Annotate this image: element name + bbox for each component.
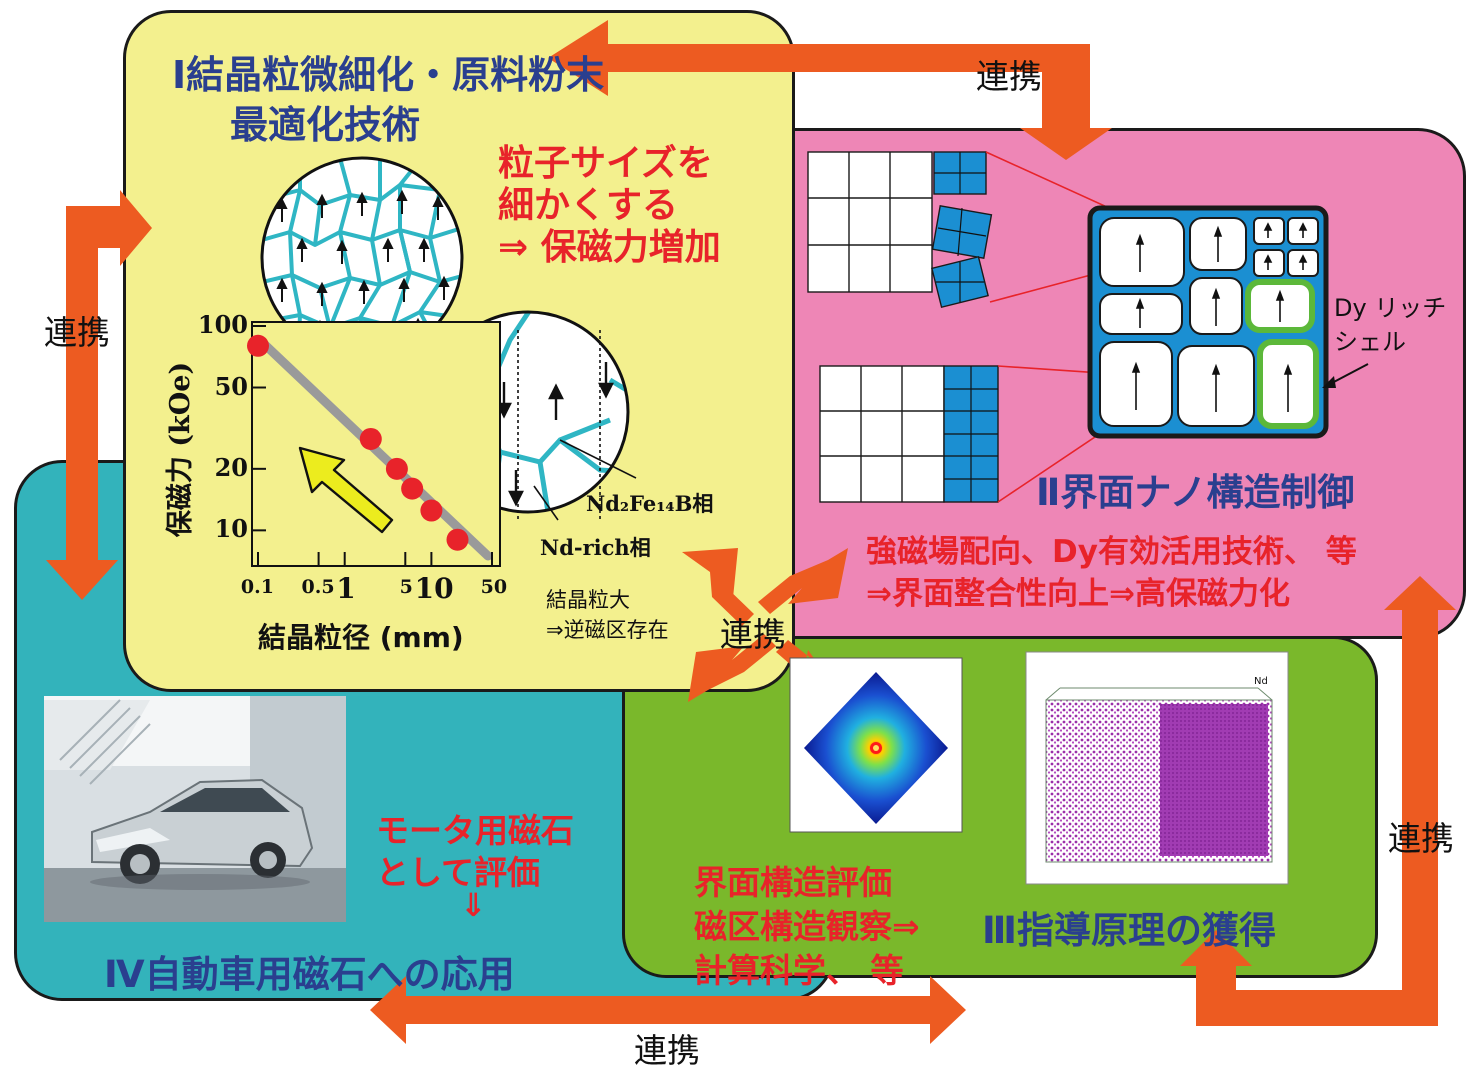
panel1-effect-line3: ⇒ 保磁力増加	[498, 227, 721, 268]
link-arrow-bottom	[370, 976, 966, 1044]
panel1-title-line2: 最適化技術	[230, 103, 421, 147]
panel4-eval-line1: モータ用磁石	[376, 811, 574, 850]
chart-xlabel: 結晶粒径 (mm)	[258, 621, 464, 654]
xtick-label: 1	[336, 572, 356, 605]
note-line2: ⇒逆磁区存在	[546, 618, 669, 642]
link-arrow-top	[548, 20, 1112, 160]
panel2-effect-line2: ⇒界面整合性向上⇒高保磁力化	[866, 576, 1290, 612]
link-arrow-right	[1180, 576, 1456, 1026]
link-label-bottom: 連携	[634, 1031, 700, 1070]
atom-probe-image	[1025, 651, 1289, 885]
data-point	[420, 499, 443, 522]
decrease-size-arrow	[298, 446, 394, 534]
panel1-title-line1: Ⅰ結晶粒微細化・原料粉末	[172, 53, 605, 97]
link-label-center: 連携	[720, 615, 786, 654]
data-point	[247, 334, 269, 357]
note-line1: 結晶粒大	[546, 588, 630, 612]
coercivity-chart	[247, 321, 501, 567]
hybrid-car-photo	[44, 696, 346, 922]
panel3-method-line3: 計算科学、 等	[694, 951, 904, 990]
data-point	[385, 457, 408, 480]
label-main-phase: Nd₂Fe₁₄B相	[586, 491, 714, 516]
ytick-label: 100	[197, 310, 248, 339]
ytick-label: 10	[214, 514, 248, 544]
core-shell-microstructure	[1087, 205, 1329, 439]
label-boundary-phase: Nd-rich相	[540, 535, 651, 560]
panel4-title: Ⅳ自動車用磁石への応用	[104, 953, 515, 996]
link-arrow-center	[682, 548, 848, 702]
data-point	[401, 477, 424, 500]
panel2-title: Ⅱ界面ナノ構造制御	[1036, 471, 1355, 514]
shell-pointer-arrow	[1322, 363, 1369, 388]
ytick-label: 20	[214, 452, 248, 482]
xtick-label: 10	[414, 572, 454, 605]
domain-structure-image	[789, 657, 963, 833]
panel1-effect-line1: 粒子サイズを	[498, 143, 713, 184]
grain-alignment-diagram	[807, 151, 993, 309]
xtick-label: 5	[399, 576, 413, 598]
data-point	[359, 427, 382, 450]
link-arrow-left	[46, 190, 152, 600]
shell-label-line2: シェル	[1334, 328, 1406, 356]
panel3-method-line2: 磁区構造観察⇒	[694, 907, 920, 946]
shell-label-line1: Dy リッチ	[1334, 294, 1447, 322]
grain-aligned-diagram	[819, 365, 999, 503]
link-label-left: 連携	[44, 313, 110, 352]
ytick-label: 50	[214, 371, 248, 401]
link-label-right: 連携	[1388, 819, 1454, 858]
panel4-eval-arrow: ⇓	[460, 886, 487, 924]
atomprobe-label: Nd	[1254, 676, 1268, 687]
xtick-label: 50	[480, 576, 508, 598]
panel3-method-line1: 界面構造評価	[694, 863, 892, 902]
panel2-effect-line1: 強磁場配向、Dy有効活用技術、 等	[866, 534, 1357, 570]
panel4-eval-line2: として評価	[376, 853, 541, 892]
xtick-label: 0.5	[301, 576, 335, 598]
panel3-title: Ⅲ指導原理の獲得	[982, 909, 1276, 952]
link-label-top: 連携	[976, 57, 1042, 96]
panel1-effect-line2: 細かくする	[498, 185, 679, 226]
chart-ylabel: 保磁力 (kOe)	[165, 361, 197, 538]
data-point	[446, 528, 469, 551]
xtick-label: 0.1	[240, 576, 274, 598]
